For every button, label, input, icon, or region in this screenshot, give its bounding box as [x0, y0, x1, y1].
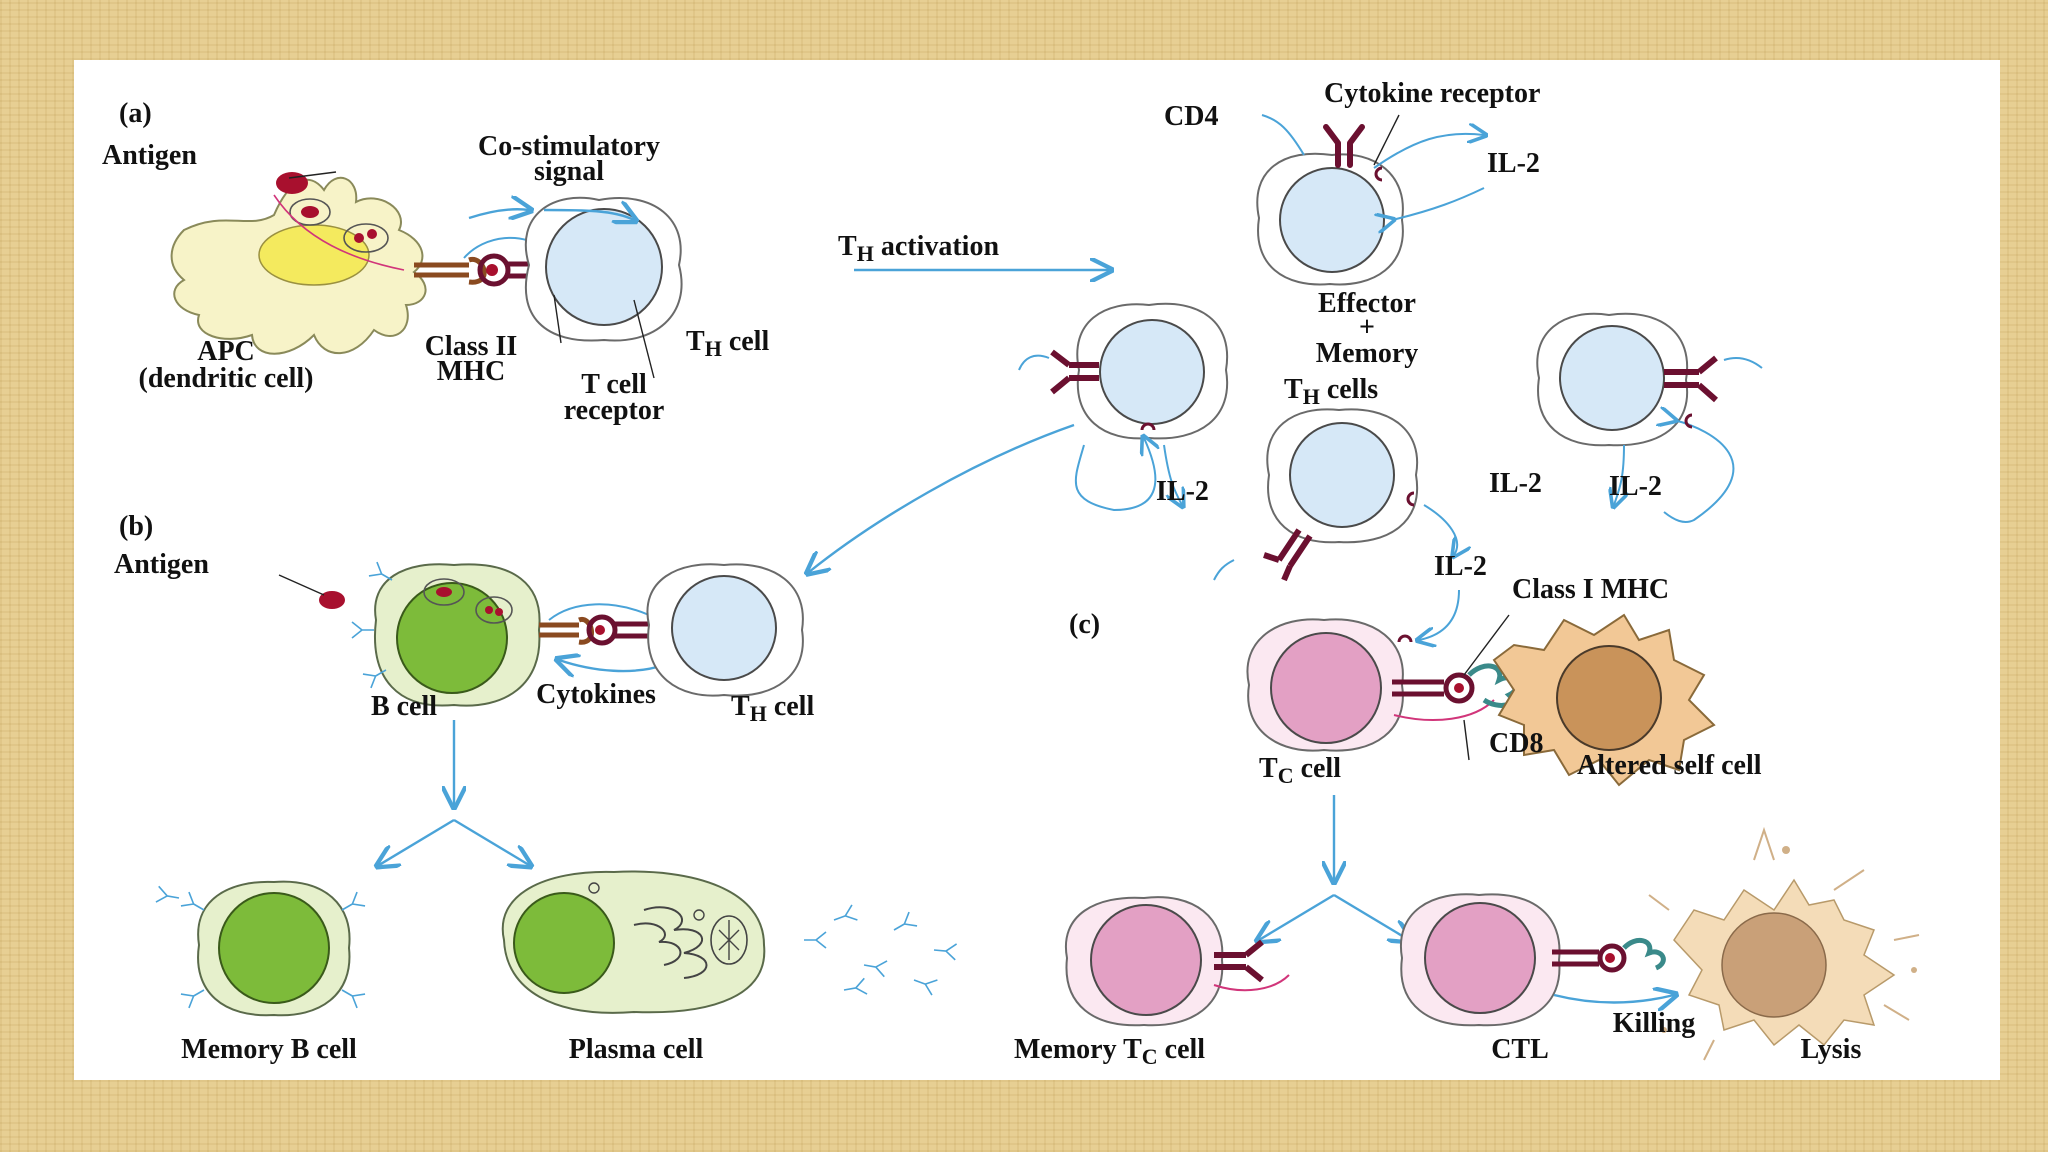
b-cell	[351, 561, 541, 707]
memory-tc-cell-label: Memory TC cell	[1014, 1034, 1205, 1069]
memory-b-cell-label: Memory B cell	[181, 1034, 357, 1065]
costim-label-line1: Co-stimulatory	[478, 131, 660, 162]
il2-label-left: IL-2	[1156, 476, 1209, 507]
branch-arrow-left-c	[1259, 893, 1335, 940]
antigen-fragment	[354, 233, 364, 243]
altered-self-cell-label: Altered self cell	[1577, 750, 1762, 781]
lysing-cell	[1648, 826, 1920, 1061]
antigen-particle-b	[319, 591, 345, 609]
apc-label-line2: (dendritic cell)	[139, 363, 314, 394]
b-cell-label: B cell	[371, 691, 437, 722]
leader-line	[553, 294, 562, 344]
effector-label-line4: TH cells	[1284, 374, 1378, 409]
branch-arrow-left	[379, 818, 455, 865]
antigen-particle	[276, 172, 308, 194]
cytokine-receptor-label: Cytokine receptor	[1324, 78, 1540, 109]
th-receptor-stem-b	[614, 621, 649, 639]
killing-arrow	[1553, 995, 1674, 1003]
cytokines-arrow	[559, 660, 665, 671]
secreted-antibodies	[803, 904, 958, 999]
th-cell-left	[1018, 302, 1229, 510]
plasma-cell	[501, 870, 766, 1014]
class-ii-mhc	[414, 257, 487, 285]
costim-label-line2: signal	[534, 156, 604, 187]
immune-response-diagram: (a) Antigen Co-stimulatory signal APC (d…	[102, 78, 1920, 1069]
endosome	[343, 223, 389, 253]
memory-b-cell	[155, 880, 366, 1017]
effector-label-line3: Memory	[1316, 338, 1419, 369]
killing-label: Killing	[1613, 1008, 1695, 1039]
antigen-label-b: Antigen	[114, 549, 209, 580]
tc-cell-label: TC cell	[1259, 753, 1341, 788]
memory-tc-cell	[1064, 896, 1290, 1027]
section-c-marker: (c)	[1069, 609, 1100, 640]
th-activation-label: TH activation	[838, 231, 999, 266]
leader-line	[288, 171, 337, 179]
effector-th-cells: Cytokine receptor CD4 IL-2 Effector + Me…	[1018, 78, 1763, 640]
cd8-label: CD8	[1489, 728, 1543, 759]
tc-cell	[1246, 618, 1495, 752]
tcr-label-line2: receptor	[564, 395, 665, 426]
effector-label-line2: +	[1359, 312, 1375, 343]
th-cell-label-b: TH cell	[731, 691, 814, 726]
lysis-label: Lysis	[1801, 1034, 1862, 1065]
antigen-label: Antigen	[102, 140, 197, 171]
t-cell-receptor-b	[586, 614, 618, 646]
plasma-cell-label: Plasma cell	[569, 1034, 704, 1065]
section-a-marker: (a)	[119, 98, 152, 129]
leader-line	[633, 299, 655, 379]
th-cell-label: TH cell	[686, 326, 769, 361]
section-b: (b) Antigen B cell Cytokines TH cell Mem…	[114, 423, 1075, 1065]
cytokine-loop-b	[548, 603, 650, 621]
cytokines-label: Cytokines	[536, 679, 656, 710]
branch-arrow-right	[453, 818, 529, 865]
presented-antigen	[486, 264, 498, 276]
antigen-fragment	[367, 229, 377, 239]
costim-arrow	[543, 210, 634, 220]
il2-label-top: IL-2	[1487, 148, 1540, 179]
il2-label-down: IL-2	[1434, 551, 1487, 582]
il2-label-mid: IL-2	[1489, 468, 1542, 499]
apc-label-line1: APC	[197, 336, 255, 367]
leader-line	[1463, 719, 1470, 761]
section-a: (a) Antigen Co-stimulatory signal APC (d…	[102, 98, 1109, 426]
costim-arrow	[468, 209, 529, 218]
antigen-fragment	[301, 206, 319, 218]
endosome	[289, 198, 331, 226]
th-cell-bottom	[1213, 408, 1459, 640]
class-ii-label-line1: Class II	[425, 331, 518, 362]
class-ii-mhc-b	[539, 617, 594, 645]
presented-antigen-b	[595, 625, 605, 635]
branch-arrow-right-c	[1333, 893, 1409, 940]
section-c: (c)	[1014, 574, 1920, 1069]
effector-label-line1: Effector	[1318, 288, 1416, 319]
processing-arrow	[273, 194, 405, 271]
ctl-label: CTL	[1491, 1034, 1549, 1065]
tcr-label-line1: T cell	[581, 369, 647, 400]
leader-line	[1463, 614, 1510, 676]
ctl-cell	[1399, 893, 1666, 1027]
t-cell-receptor	[477, 253, 511, 287]
il2-label-right: IL-2	[1609, 471, 1662, 502]
section-b-marker: (b)	[119, 511, 153, 542]
class-ii-label-line2: MHC	[437, 356, 505, 387]
cd4-label: CD4	[1164, 101, 1218, 132]
leader-line	[278, 574, 325, 596]
class-i-mhc-label: Class I MHC	[1512, 574, 1669, 605]
th-cell-a	[524, 196, 683, 342]
altered-self-cell	[1492, 613, 1716, 787]
arrow-to-section-b	[809, 423, 1075, 572]
th-cell-top	[1256, 114, 1484, 286]
th-cell-b	[646, 563, 804, 697]
diagram-panel: (a) Antigen Co-stimulatory signal APC (d…	[74, 60, 2000, 1080]
th-cell-right	[1536, 312, 1763, 523]
